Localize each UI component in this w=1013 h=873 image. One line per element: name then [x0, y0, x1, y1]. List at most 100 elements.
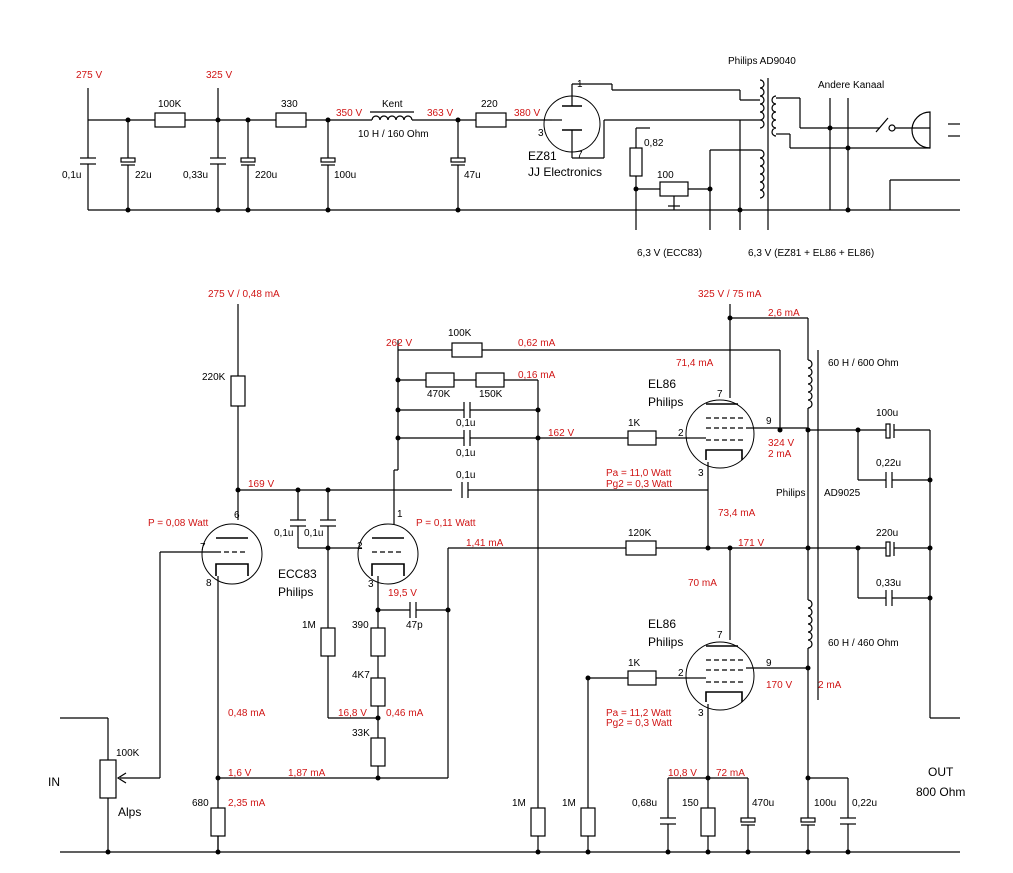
- pin1: 1: [397, 509, 403, 520]
- psu-r2-label: 330: [281, 99, 298, 110]
- p1: P = 0,08 Watt: [148, 518, 209, 529]
- output-stage: 325 V / 75 mA 2,6 mA 71,4 mA EL86 Philip…: [580, 289, 965, 855]
- pg1: Pg2 = 0,3 Watt: [606, 479, 672, 490]
- i-187: 1,87 mA: [288, 768, 326, 779]
- c-220u-label: 220u: [876, 528, 898, 539]
- choke1-label: 60 H / 600 Ohm: [828, 358, 899, 369]
- rect-pin7: 7: [577, 150, 583, 161]
- c01a-label: 0,1u: [274, 528, 293, 539]
- p2: P = 0,11 Watt: [416, 518, 476, 529]
- el-type-lower: EL86: [648, 617, 676, 631]
- v-324: 324 V: [768, 438, 794, 449]
- v-171: 171 V: [738, 538, 764, 549]
- el-maker-lower: Philips: [648, 635, 683, 649]
- v-top-ecc: 275 V / 0,48 mA: [208, 289, 280, 300]
- pin9a: 9: [766, 416, 772, 427]
- ot-maker: Philips: [776, 488, 805, 499]
- el-maker-upper: Philips: [648, 395, 683, 409]
- psu-c2-label: 22u: [135, 170, 152, 181]
- v-16: 1,6 V: [228, 768, 252, 779]
- c-470u-label: 470u: [752, 798, 774, 809]
- c-100u-label: 100u: [876, 408, 898, 419]
- r-470k-label: 470K: [427, 389, 451, 400]
- choke-spec: 10 H / 160 Ohm: [358, 129, 429, 140]
- input-label: IN: [48, 775, 60, 789]
- psu-c1-label: 0,1u: [62, 170, 81, 181]
- pa2: Pa = 11,2 Watt: [606, 708, 672, 719]
- ecc-maker: Philips: [278, 585, 313, 599]
- ot-type: AD9025: [824, 488, 861, 499]
- pin2a: 2: [678, 428, 684, 439]
- r-150k-label: 150K: [479, 389, 503, 400]
- v-169: 169 V: [248, 479, 274, 490]
- r-120k-label: 120K: [628, 528, 652, 539]
- pin2: 2: [357, 541, 363, 552]
- r-1k-a-label: 1K: [628, 418, 641, 429]
- preamp-driver: 275 V / 0,48 mA 220K 169 V 6 7 8 P = 0,0…: [48, 289, 960, 855]
- pin3: 3: [368, 579, 374, 590]
- i-046: 0,46 mA: [386, 708, 424, 719]
- heater1-label: 6,3 V (ECC83): [637, 248, 702, 259]
- v-170: 170 V: [766, 680, 792, 691]
- ecc-type: ECC83: [278, 567, 317, 581]
- r-fb1-label: 100K: [448, 328, 472, 339]
- psu-c5-label: 100u: [334, 170, 356, 181]
- r-082-label: 0,82: [644, 138, 664, 149]
- psu-r1-label: 100K: [158, 99, 182, 110]
- rect-maker: JJ Electronics: [528, 165, 602, 179]
- c-033-label: 0,33u: [876, 578, 901, 589]
- pin7: 7: [200, 542, 206, 553]
- c-fb3-label: 0,1u: [456, 470, 475, 481]
- v-168: 16,8 V: [338, 708, 367, 719]
- pot-label: 100K: [116, 748, 140, 759]
- i-714: 71,4 mA: [676, 358, 714, 369]
- i-016: 0,16 mA: [518, 370, 556, 381]
- pa1: Pa = 11,0 Watt: [606, 468, 672, 479]
- r-1m-a-label: 1M: [302, 620, 316, 631]
- c-022-b-label: 0,22u: [852, 798, 877, 809]
- rect-type: EZ81: [528, 149, 557, 163]
- c-fb2-label: 0,1u: [456, 448, 475, 459]
- pin8: 8: [206, 578, 212, 589]
- pg2: Pg2 = 0,3 Watt: [606, 718, 672, 729]
- pin2b: 2: [678, 668, 684, 679]
- v-108: 10,8 V: [668, 768, 697, 779]
- r-680-label: 680: [192, 798, 209, 809]
- psu-c4-label: 220u: [255, 170, 277, 181]
- v-162: 162 V: [548, 428, 574, 439]
- psu-v2: 325 V: [206, 70, 232, 81]
- pin9b: 9: [766, 658, 772, 669]
- psu-v1: 275 V: [76, 70, 102, 81]
- heater2-label: 6,3 V (EZ81 + EL86 + EL86): [748, 248, 874, 259]
- psu-v4: 363 V: [427, 108, 453, 119]
- i-734: 73,4 mA: [718, 508, 756, 519]
- output-impedance: 800 Ohm: [916, 785, 965, 799]
- psu-c3-label: 0,33u: [183, 170, 208, 181]
- r-100-label: 100: [657, 170, 674, 181]
- choke2-label: 60 H / 460 Ohm: [828, 638, 899, 649]
- i-048: 0,48 mA: [228, 708, 266, 719]
- pin3a: 3: [698, 468, 704, 479]
- r-4k7-label: 4K7: [352, 670, 370, 681]
- i-70: 70 mA: [688, 578, 717, 589]
- pot-maker: Alps: [118, 805, 141, 819]
- i-141: 1,41 mA: [466, 538, 504, 549]
- c-022-label: 0,22u: [876, 458, 901, 469]
- r-390-label: 390: [352, 620, 369, 631]
- i-72: 72 mA: [716, 768, 745, 779]
- c-47p-label: 47p: [406, 620, 423, 631]
- c-100u-b-label: 100u: [814, 798, 836, 809]
- v-b: 325 V / 75 mA: [698, 289, 762, 300]
- output-label: OUT: [928, 765, 954, 779]
- choke-name: Kent: [382, 99, 403, 110]
- r-220k-label: 220K: [202, 372, 226, 383]
- psu-v3: 350 V: [336, 108, 362, 119]
- psu-transformer-label: Philips AD9040: [728, 56, 796, 67]
- i-062: 0,62 mA: [518, 338, 556, 349]
- psu-r3-label: 220: [481, 99, 498, 110]
- rect-pin3: 3: [538, 128, 544, 139]
- pin7a: 7: [717, 389, 723, 400]
- power-supply: 275 V 325 V 350 V 363 V 380 V 100K 330 2…: [62, 56, 960, 259]
- pin3b: 3: [698, 708, 704, 719]
- r-1m-b-label: 1M: [512, 798, 526, 809]
